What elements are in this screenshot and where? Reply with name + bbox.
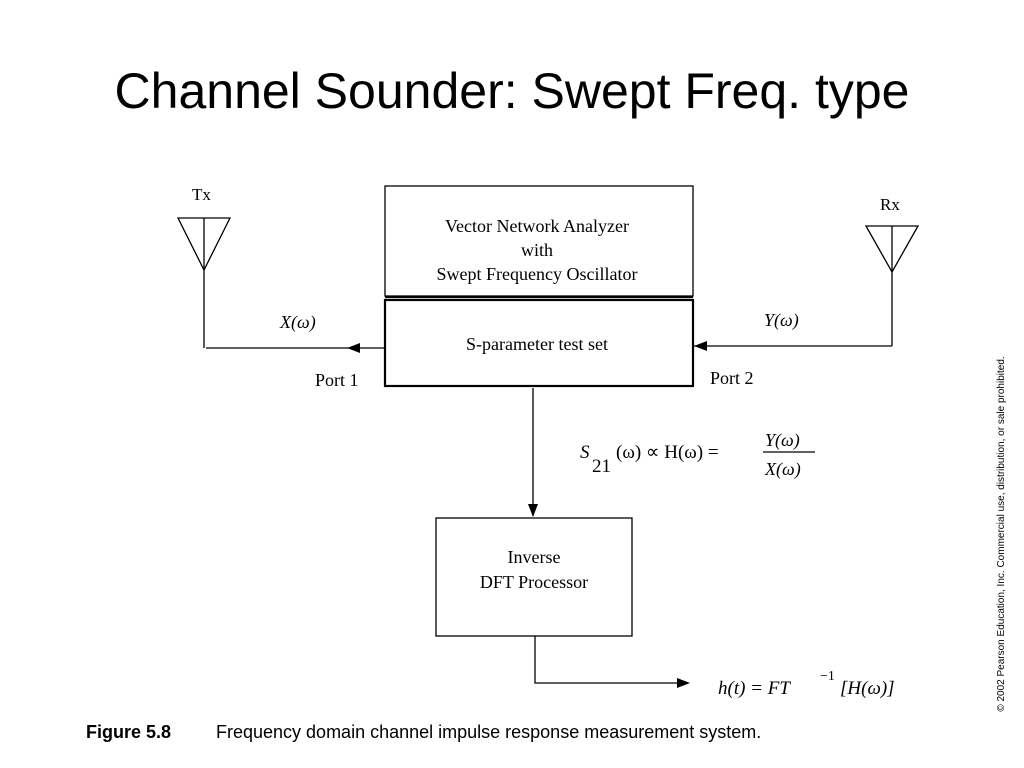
vna-label-line1: Vector Network Analyzer [445,216,629,236]
out-lhs: h(t) = FT [718,678,791,699]
output-line [534,636,688,684]
tx-antenna-icon [176,217,232,348]
y-omega-label: Y(ω) [764,310,799,331]
vna-label-line2: with [521,240,553,260]
rx-label: Rx [880,195,900,214]
out-rhs: [H(ω)] [840,678,895,699]
eq-s-symbol: S [580,442,590,463]
eq-s-subscript: 21 [592,456,611,477]
s-parameter-test-set-box [383,298,695,388]
port1-arrow-icon [347,343,360,353]
eq-middle-terms: (ω) ∝ H(ω) = [616,442,719,463]
output-arrow-icon [677,678,690,688]
idft-label-line2: DFT Processor [480,572,588,592]
eq-numerator: Y(ω) [765,430,800,451]
down-arrow-icon [528,504,538,517]
s-parameter-label: S-parameter test set [466,334,608,354]
eq-denominator: X(ω) [764,459,801,480]
figure-caption: Frequency domain channel impulse respons… [216,722,761,742]
s21-equation: S 21 (ω) ∝ H(ω) = Y(ω) X(ω) [580,430,815,480]
output-equation: h(t) = FT −1 [H(ω)] [718,669,895,699]
inverse-dft-processor-box [435,517,633,637]
port2-label: Port 2 [710,368,754,388]
figure-label: Figure 5.8 [86,722,171,742]
rx-antenna-icon [864,225,920,346]
vna-label-line3: Swept Frequency Oscillator [437,264,638,284]
out-superscript: −1 [820,669,835,684]
x-omega-label: X(ω) [279,312,316,333]
port1-label: Port 1 [315,370,359,390]
tx-label: Tx [192,185,211,204]
idft-label-line1: Inverse [508,547,561,567]
port2-arrow-icon [694,341,707,351]
copyright-notice: © 2002 Pearson Education, Inc. Commercia… [996,356,1007,711]
slide-title: Channel Sounder: Swept Freq. type [114,63,910,119]
